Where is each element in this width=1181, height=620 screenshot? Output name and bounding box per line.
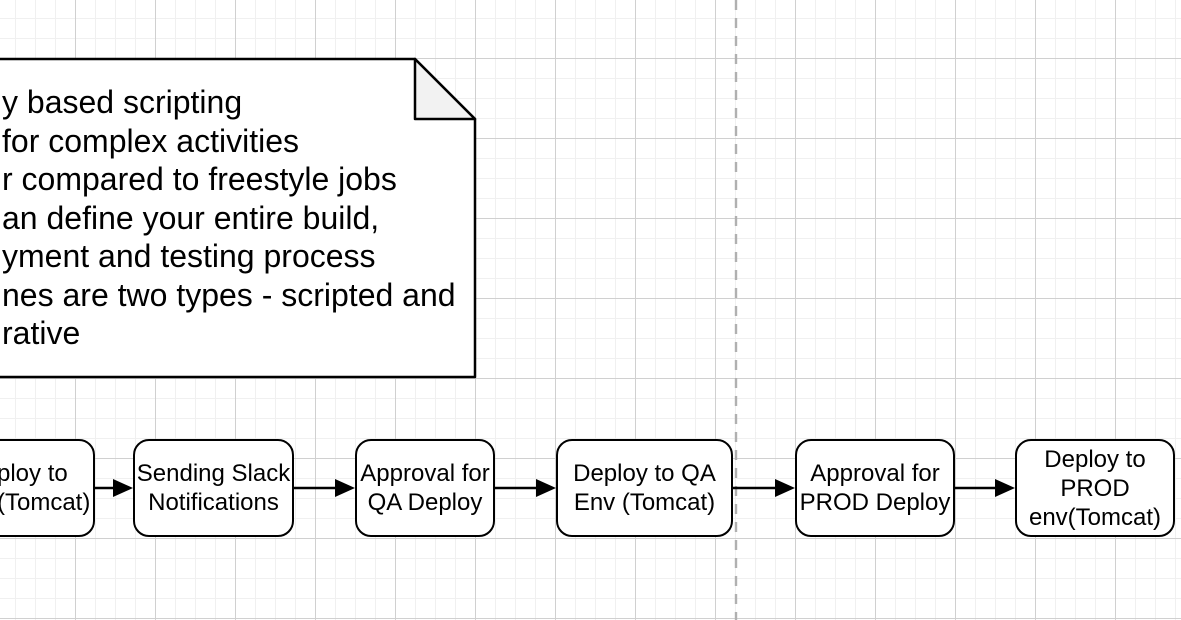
note-text-line: r compared to freestyle jobs bbox=[2, 161, 397, 197]
note-text-line: y based scripting bbox=[2, 84, 243, 120]
node-approval-for-qa-deploy[interactable]: Approval for QA Deploy bbox=[355, 439, 495, 537]
node-deploy-env-tomcat[interactable]: ploy to (Tomcat) bbox=[0, 439, 95, 537]
node-label-line: Approval for bbox=[810, 460, 940, 487]
node-deploy-to-prod-env-tomcat[interactable]: Deploy to PROD env(Tomcat) bbox=[1015, 439, 1175, 537]
note-shape[interactable] bbox=[0, 57, 477, 379]
node-label-line: Notifications bbox=[148, 489, 279, 516]
note-text-line: nes are two types - scripted and bbox=[2, 276, 456, 313]
node-label-line: QA Deploy bbox=[367, 489, 483, 516]
note-text-line: an define your entire build, bbox=[2, 199, 380, 236]
node-label-line: env(Tomcat) bbox=[1028, 503, 1162, 531]
connector-arrow-4[interactable] bbox=[733, 479, 795, 497]
note-text-line: yment and testing process bbox=[2, 238, 376, 274]
node-label-line: Approval for bbox=[360, 460, 490, 487]
note-fold-corner bbox=[413, 57, 477, 121]
node-label-line: (Tomcat) bbox=[0, 489, 91, 516]
connector-arrow-2[interactable] bbox=[294, 479, 355, 497]
node-label-line: Sending Slack bbox=[136, 460, 291, 487]
node-label-line: PROD Deploy bbox=[799, 489, 951, 516]
note-text: y based scripting for complex activities… bbox=[2, 83, 456, 353]
node-sending-slack-notifications[interactable]: Sending Slack Notifications bbox=[133, 439, 294, 537]
connector-arrow-3[interactable] bbox=[495, 479, 556, 497]
node-deploy-to-qa-env-tomcat[interactable]: Deploy to QA Env (Tomcat) bbox=[556, 439, 733, 537]
node-label-line: ploy to bbox=[0, 460, 68, 487]
note-text-line: for complex activities bbox=[2, 122, 299, 159]
node-approval-for-prod-deploy[interactable]: Approval for PROD Deploy bbox=[795, 439, 955, 537]
node-label-line: Deploy to bbox=[1044, 445, 1146, 473]
node-label-line: PROD bbox=[1060, 474, 1130, 502]
node-label-line: Env (Tomcat) bbox=[573, 489, 716, 516]
node-label-line: Deploy to QA bbox=[573, 460, 716, 487]
note-text-line: rative bbox=[2, 315, 81, 351]
connector-arrow-5[interactable] bbox=[955, 479, 1015, 497]
connector-arrow-1[interactable] bbox=[95, 479, 133, 497]
